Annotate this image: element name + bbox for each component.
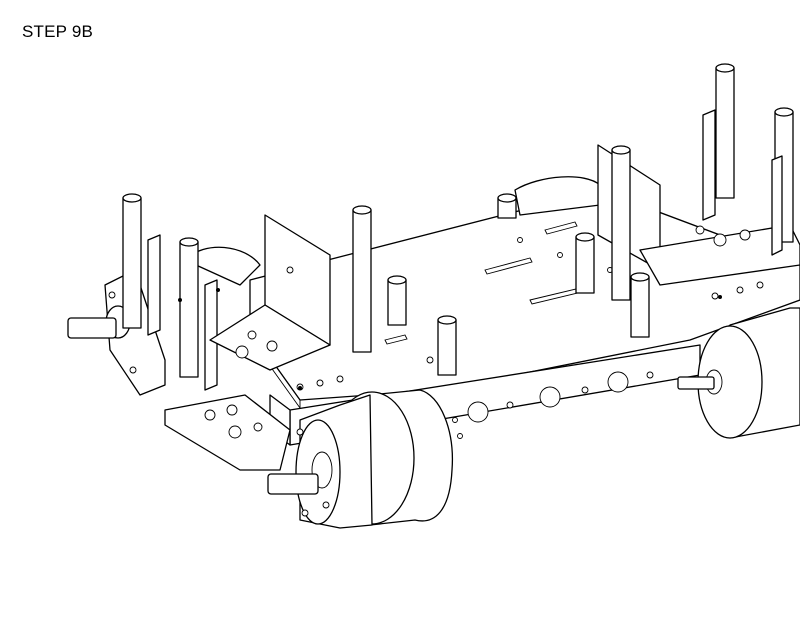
nut-details bbox=[178, 288, 722, 390]
mid-l-bracket bbox=[209, 214, 331, 371]
center-standoffs bbox=[352, 193, 650, 376]
left-gear-motor bbox=[67, 246, 261, 396]
right-bracket-group bbox=[597, 63, 800, 301]
left-lower-plate bbox=[164, 394, 291, 471]
front-left-gear-motor bbox=[267, 389, 454, 529]
left-standoff-group bbox=[122, 193, 218, 391]
step-label: STEP 9B bbox=[22, 22, 94, 41]
front-right-gear-motor bbox=[677, 307, 800, 439]
